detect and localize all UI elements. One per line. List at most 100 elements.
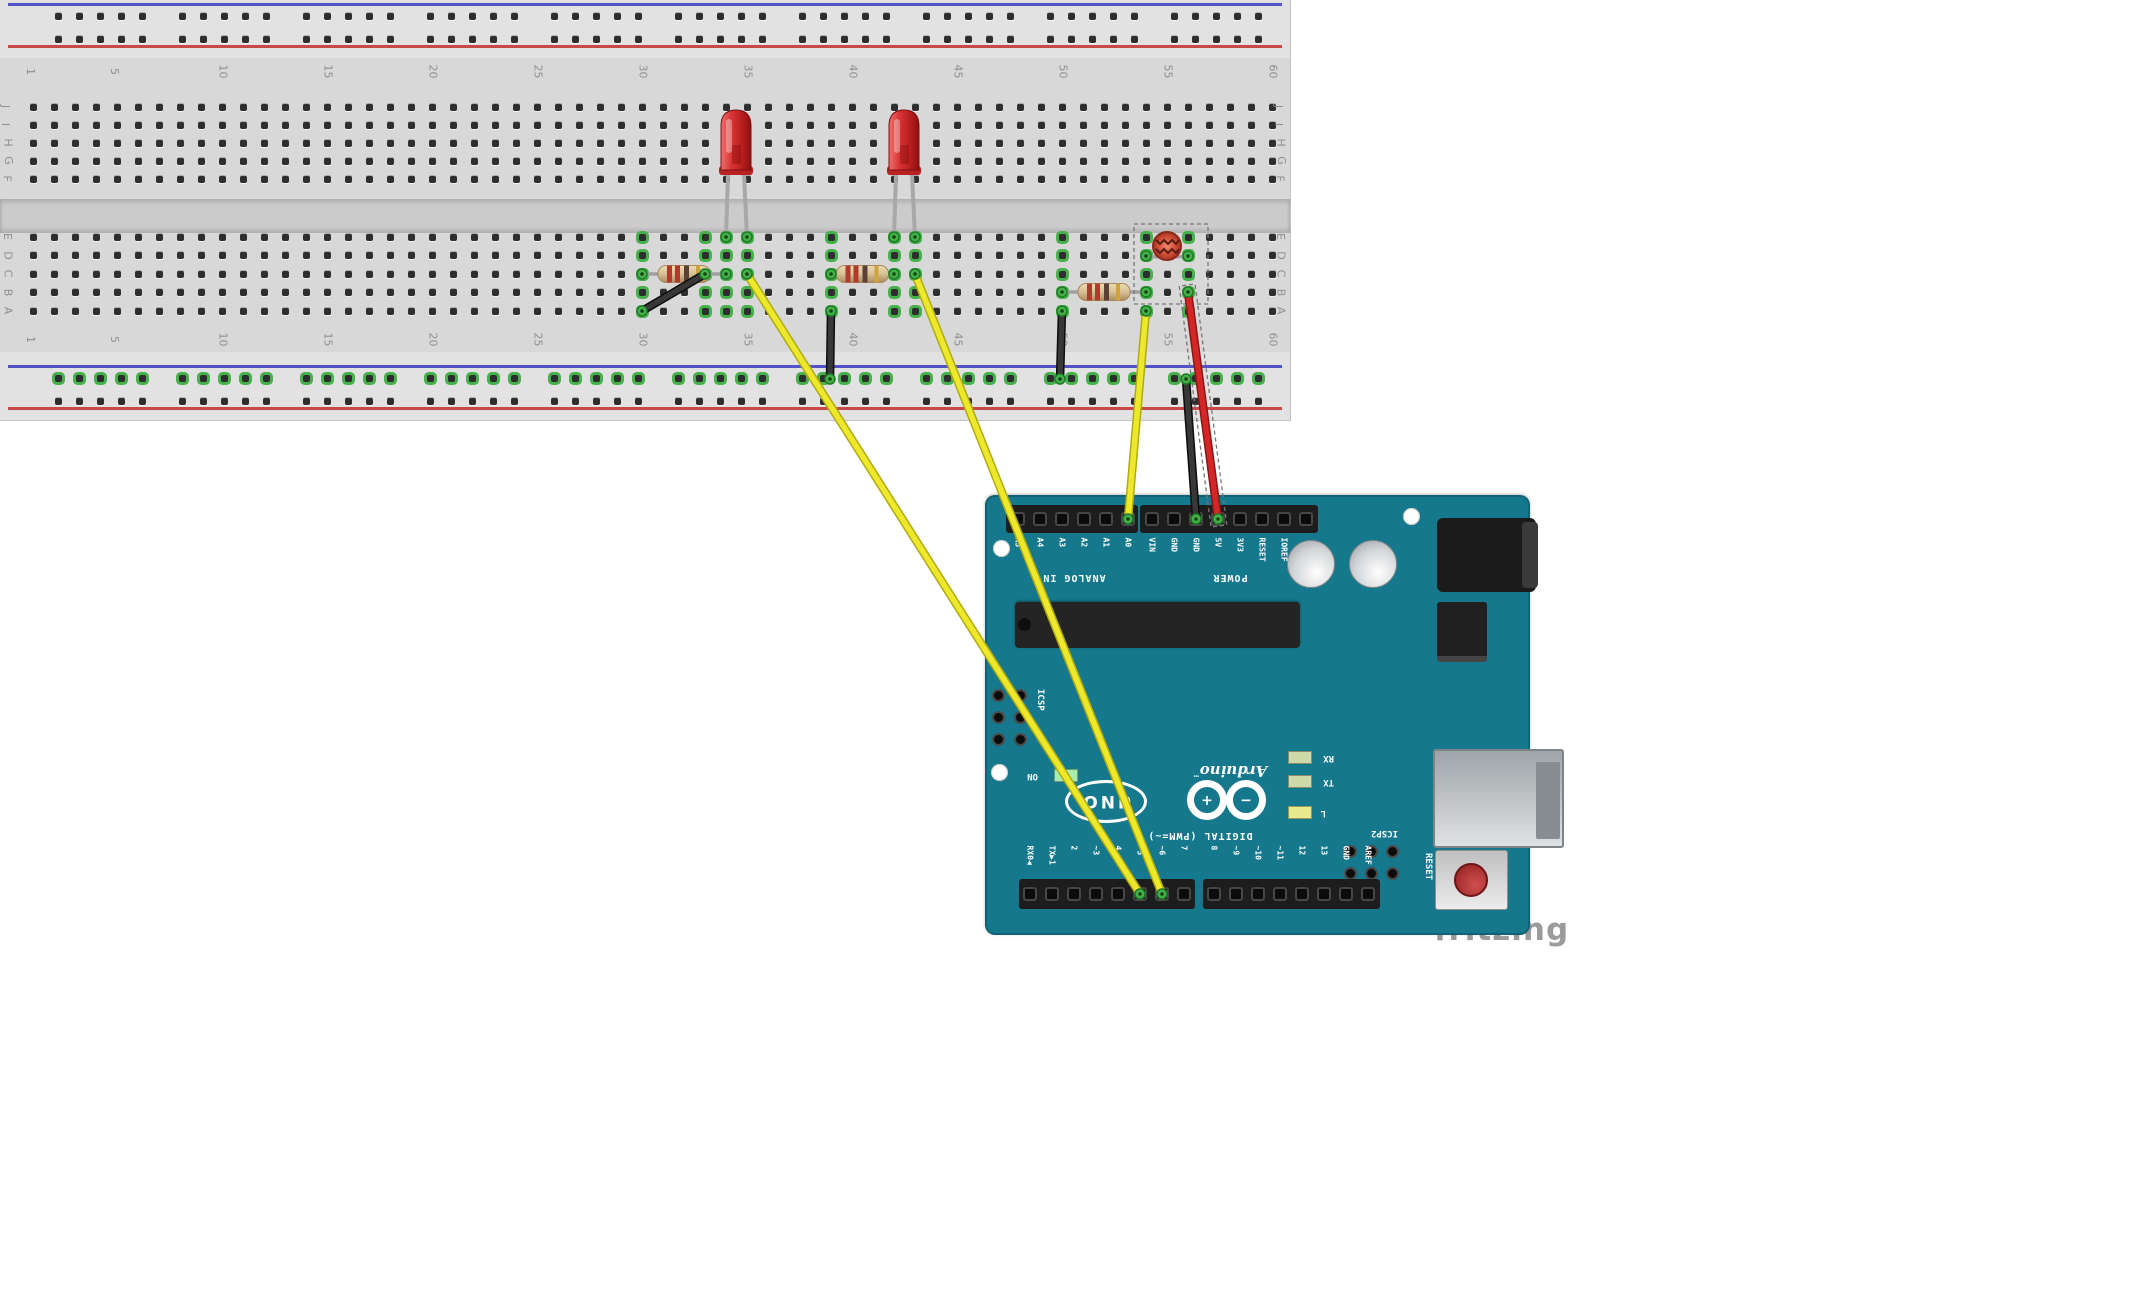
breadboard-hole[interactable]: [890, 121, 898, 129]
header-pin[interactable]: [1361, 887, 1375, 901]
breadboard-hole[interactable]: [1121, 289, 1129, 296]
breadboard-hole[interactable]: [512, 175, 520, 183]
breadboard-hole[interactable]: [365, 121, 373, 129]
breadboard-hole[interactable]: [1233, 35, 1241, 43]
breadboard-hole[interactable]: [1121, 252, 1129, 259]
breadboard-hole[interactable]: [869, 270, 877, 278]
breadboard-hole[interactable]: [827, 139, 835, 147]
breadboard-hole[interactable]: [302, 397, 310, 405]
breadboard-hole[interactable]: [29, 103, 37, 111]
breadboard-hole[interactable]: [302, 157, 310, 165]
breadboard-hole[interactable]: [491, 270, 499, 278]
breadboard-hole[interactable]: [281, 307, 289, 315]
breadboard-hole[interactable]: [29, 139, 37, 147]
breadboard-hole[interactable]: [638, 157, 646, 165]
breadboard-hole[interactable]: [995, 270, 1003, 278]
breadboard-hole[interactable]: [806, 139, 814, 147]
breadboard-hole[interactable]: [470, 121, 478, 129]
breadboard-hole[interactable]: [701, 121, 709, 129]
breadboard-hole[interactable]: [178, 35, 186, 43]
breadboard-hole[interactable]: [512, 289, 520, 296]
breadboard-hole[interactable]: [134, 175, 142, 183]
breadboard-hole[interactable]: [613, 35, 621, 43]
breadboard-hole[interactable]: [510, 35, 518, 43]
breadboard-hole[interactable]: [71, 139, 79, 147]
breadboard-hole[interactable]: [911, 233, 919, 241]
breadboard-hole[interactable]: [470, 289, 478, 296]
breadboard-hole[interactable]: [1037, 307, 1045, 315]
breadboard-hole[interactable]: [1170, 374, 1178, 382]
breadboard-hole[interactable]: [386, 307, 394, 315]
breadboard-hole[interactable]: [302, 374, 310, 382]
breadboard-hole[interactable]: [638, 139, 646, 147]
breadboard-hole[interactable]: [1247, 121, 1255, 129]
breadboard-hole[interactable]: [134, 139, 142, 147]
breadboard-hole[interactable]: [71, 233, 79, 241]
breadboard-hole[interactable]: [262, 397, 270, 405]
breadboard-hole[interactable]: [323, 307, 331, 315]
breadboard-hole[interactable]: [29, 121, 37, 129]
breadboard-hole[interactable]: [1226, 270, 1234, 278]
breadboard-hole[interactable]: [386, 374, 394, 382]
breadboard-hole[interactable]: [71, 270, 79, 278]
breadboard-hole[interactable]: [407, 121, 415, 129]
breadboard-hole[interactable]: [1205, 289, 1213, 296]
breadboard-hole[interactable]: [197, 270, 205, 278]
breadboard-hole[interactable]: [239, 289, 247, 296]
breadboard-hole[interactable]: [386, 270, 394, 278]
breadboard-hole[interactable]: [428, 233, 436, 241]
breadboard-hole[interactable]: [1191, 374, 1199, 382]
breadboard-hole[interactable]: [617, 270, 625, 278]
breadboard-hole[interactable]: [197, 307, 205, 315]
breadboard-hole[interactable]: [911, 175, 919, 183]
breadboard-hole[interactable]: [974, 157, 982, 165]
breadboard-hole[interactable]: [1016, 289, 1024, 296]
breadboard-hole[interactable]: [1037, 233, 1045, 241]
breadboard-hole[interactable]: [468, 374, 476, 382]
breadboard-hole[interactable]: [932, 103, 940, 111]
header-pin[interactable]: [1055, 512, 1069, 526]
breadboard-hole[interactable]: [199, 397, 207, 405]
breadboard-hole[interactable]: [323, 175, 331, 183]
breadboard-hole[interactable]: [386, 12, 394, 20]
breadboard-hole[interactable]: [943, 397, 951, 405]
breadboard-hole[interactable]: [491, 139, 499, 147]
breadboard-hole[interactable]: [1142, 233, 1150, 241]
breadboard-hole[interactable]: [701, 233, 709, 241]
breadboard-hole[interactable]: [1079, 307, 1087, 315]
header-pin[interactable]: [1229, 887, 1243, 901]
breadboard-hole[interactable]: [447, 12, 455, 20]
breadboard-hole[interactable]: [1058, 121, 1066, 129]
breadboard-hole[interactable]: [281, 289, 289, 296]
breadboard-hole[interactable]: [716, 374, 724, 382]
breadboard-hole[interactable]: [861, 397, 869, 405]
breadboard-hole[interactable]: [1006, 35, 1014, 43]
breadboard-hole[interactable]: [117, 12, 125, 20]
breadboard-hole[interactable]: [1254, 35, 1262, 43]
breadboard-hole[interactable]: [1067, 374, 1075, 382]
breadboard-hole[interactable]: [1067, 35, 1075, 43]
breadboard-hole[interactable]: [617, 233, 625, 241]
breadboard-hole[interactable]: [239, 175, 247, 183]
breadboard-hole[interactable]: [1268, 289, 1276, 296]
breadboard-hole[interactable]: [468, 35, 476, 43]
breadboard-hole[interactable]: [1100, 270, 1108, 278]
breadboard-hole[interactable]: [1184, 233, 1192, 241]
breadboard-hole[interactable]: [71, 252, 79, 259]
breadboard-hole[interactable]: [953, 121, 961, 129]
breadboard-hole[interactable]: [470, 233, 478, 241]
breadboard-hole[interactable]: [659, 139, 667, 147]
breadboard-hole[interactable]: [680, 175, 688, 183]
breadboard-hole[interactable]: [550, 374, 558, 382]
breadboard-hole[interactable]: [638, 175, 646, 183]
breadboard-hole[interactable]: [365, 175, 373, 183]
breadboard-hole[interactable]: [96, 397, 104, 405]
breadboard-hole[interactable]: [869, 121, 877, 129]
breadboard-hole[interactable]: [1088, 397, 1096, 405]
breadboard-hole[interactable]: [806, 307, 814, 315]
breadboard-hole[interactable]: [638, 270, 646, 278]
breadboard-hole[interactable]: [932, 139, 940, 147]
breadboard-hole[interactable]: [1268, 270, 1276, 278]
breadboard-hole[interactable]: [634, 374, 642, 382]
breadboard-hole[interactable]: [943, 374, 951, 382]
